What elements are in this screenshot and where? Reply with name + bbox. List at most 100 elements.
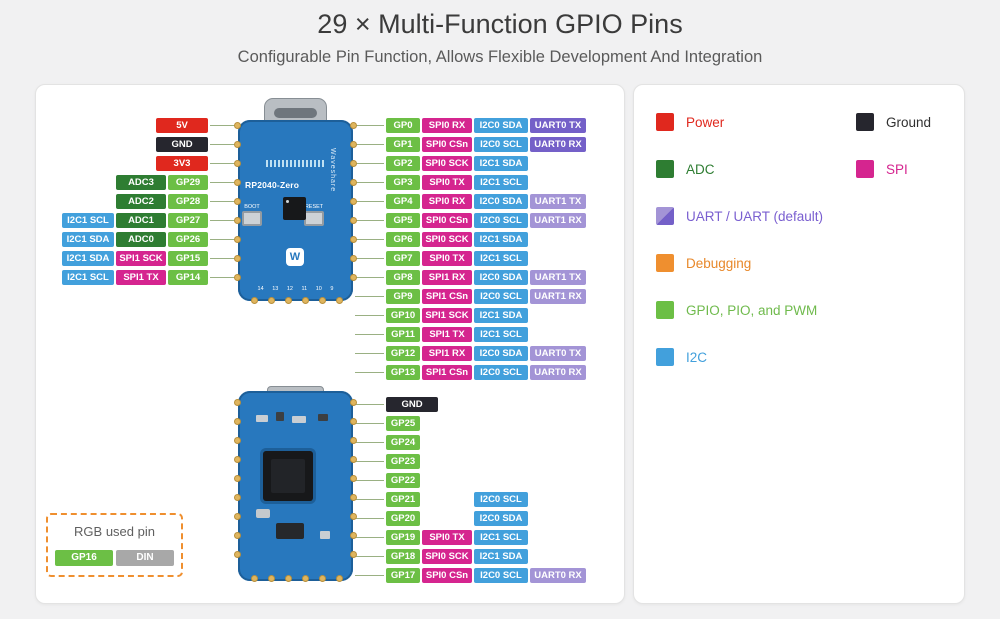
pin-label: GP21 [386,492,420,507]
pin-label: GP17 [386,568,420,583]
brand-text: Waveshare [329,148,336,193]
pin-label: I2C1 SCL [474,530,528,545]
pin-label: I2C0 SCL [474,568,528,583]
connector-line [355,315,384,316]
legend-swatch [656,301,674,319]
legend-label: ADC [686,161,715,177]
pin-label: GP13 [386,365,420,380]
legend-swatch [656,113,674,131]
pin-label: GP7 [386,251,420,266]
legend-label: Power [686,114,725,130]
pin-label: SPI0 RX [422,118,472,133]
pin-label: I2C1 SCL [474,251,528,266]
pin-label: I2C0 SDA [474,511,528,526]
castellated-pad [350,236,357,243]
pin-label: UART0 RX [530,365,586,380]
smd-part [256,415,268,422]
castellated-pad [268,575,275,582]
connector-line [355,353,384,354]
pin-label: GP1 [386,137,420,152]
pin-label: GP29 [168,175,208,190]
legend-label: Debugging [686,255,752,271]
pin-label: ADC3 [116,175,166,190]
connector-line [210,182,238,183]
connector-line [355,144,384,145]
castellated-pad [234,122,241,129]
castellated-pad [234,456,241,463]
pin-label: SPI0 TX [422,251,472,266]
pin-label: I2C0 SCL [474,137,528,152]
pin-label: GND [156,137,208,152]
rgb-box-title: RGB used pin [74,524,155,539]
legend-swatch [656,348,674,366]
page-subtitle: Configurable Pin Function, Allows Flexib… [237,48,763,66]
pin-label: GP20 [386,511,420,526]
legend-swatch [656,160,674,178]
pin-label: UART0 TX [530,118,586,133]
castellated-pad [234,141,241,148]
pin-label: GP4 [386,194,420,209]
connector-line [210,277,238,278]
pin-label: GP15 [168,251,208,266]
castellated-pad [350,494,357,501]
page-title: 29 × Multi-Function GPIO Pins [317,9,683,39]
flash-chip [276,523,304,539]
pin-label: SPI0 RX [422,194,472,209]
smd-part [292,416,306,423]
castellated-pad [350,475,357,482]
castellated-pad [350,141,357,148]
castellated-pad [350,179,357,186]
castellated-pad [336,575,343,582]
pin-label: I2C1 SDA [474,308,528,323]
pin-label: UART1 TX [530,194,586,209]
legend-item-spi: SPI [856,160,908,178]
legend-label: UART / UART (default) [686,208,824,224]
connector-line [355,423,384,424]
legend-label: Ground [886,114,932,130]
pin-label: UART0 TX [530,346,586,361]
legend-item-uart_split: UART / UART (default) [656,207,823,225]
connector-line [355,372,384,373]
pin-label: SPI0 SCK [422,549,472,564]
connector-line [355,575,384,576]
pin-label: I2C0 SCL [474,365,528,380]
castellated-pad [350,532,357,539]
castellated-pad [234,236,241,243]
pin-label: I2C1 SDA [474,232,528,247]
connector-line [355,163,384,164]
pin-label: GP28 [168,194,208,209]
pin-label: I2C1 SDA [474,549,528,564]
pin-label: SPI0 SCK [422,232,472,247]
pin-label: GP16 [55,550,113,566]
board-front-view: RP2040-Zero Waveshare BOOT RESET W 14 13… [234,98,357,304]
castellated-pad [350,418,357,425]
connector-line [210,144,238,145]
castellated-pad [234,255,241,262]
connector-line [210,239,238,240]
pin-label: I2C0 SCL [474,289,528,304]
legend-item-i2c: I2C [656,348,707,366]
pin-label: SPI1 SCK [116,251,166,266]
castellated-pad [319,575,326,582]
castellated-pad [350,255,357,262]
legend-item-adc: ADC [656,160,715,178]
connector-line [355,442,384,443]
pin-label: I2C1 SDA [62,251,114,266]
pin-label: GP6 [386,232,420,247]
pin-label: GP0 [386,118,420,133]
pin-label: I2C0 SDA [474,118,528,133]
castellated-pad [285,297,292,304]
castellated-pad [319,297,326,304]
pin-label: GP2 [386,156,420,171]
reset-label: RESET [304,204,324,210]
boot-label: BOOT [244,204,260,210]
connector-line [210,258,238,259]
castellated-pad [251,297,258,304]
pin-label: GP26 [168,232,208,247]
pin-label: I2C0 SCL [474,492,528,507]
smd-part [320,531,330,539]
pin-label: SPI1 TX [422,327,472,342]
castellated-pad [234,179,241,186]
connector-line [355,277,384,278]
